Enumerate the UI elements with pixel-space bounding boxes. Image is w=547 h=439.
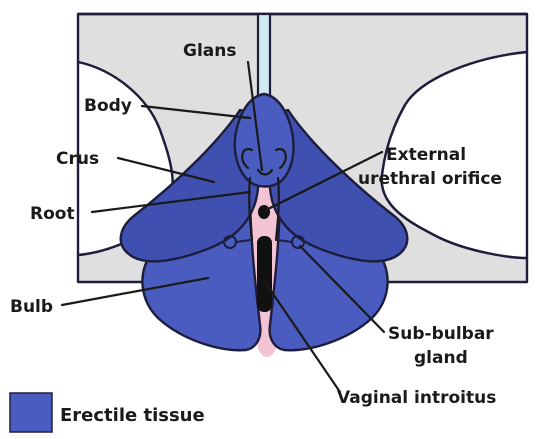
- external-urethral-orifice: [258, 205, 270, 219]
- legend-swatch: [9, 392, 53, 433]
- urethra-tube: [256, 12, 272, 102]
- label-external-urethral-orifice-1: External: [386, 145, 466, 165]
- glans-hood-left: [241, 147, 254, 170]
- label-crus: Crus: [56, 149, 99, 169]
- label-root: Root: [30, 204, 75, 224]
- sub-bulbar-duct-left: [235, 239, 251, 243]
- label-body: Body: [84, 96, 132, 116]
- vaginal-introitus: [257, 236, 272, 312]
- right-thigh-cutout: [380, 50, 529, 260]
- root-line-right: [274, 176, 280, 242]
- label-sub-bulbar-gland-2: gland: [414, 348, 468, 368]
- leader-bulb: [60, 276, 210, 307]
- sub-bulbar-duct-right: [277, 239, 293, 243]
- glans-hood-right: [274, 147, 287, 170]
- label-glans: Glans: [183, 41, 236, 61]
- legend-label: Erectile tissue: [60, 405, 205, 426]
- label-external-urethral-orifice-2: urethral orifice: [358, 169, 502, 189]
- leader-root: [90, 190, 252, 214]
- leader-vaginal-introitus: [263, 280, 342, 394]
- leader-body: [140, 104, 252, 120]
- label-vaginal-introitus: Vaginal introitus: [337, 388, 496, 408]
- leader-glans: [246, 60, 264, 172]
- label-sub-bulbar-gland-1: Sub-bulbar: [388, 324, 494, 344]
- label-bulb: Bulb: [10, 297, 53, 317]
- root-line-left: [248, 176, 254, 242]
- glans-tip: [256, 168, 274, 176]
- leader-crus: [116, 156, 216, 184]
- leader-external-urethral-orifice: [264, 150, 384, 212]
- leader-sub-bulbar-gland: [298, 244, 386, 334]
